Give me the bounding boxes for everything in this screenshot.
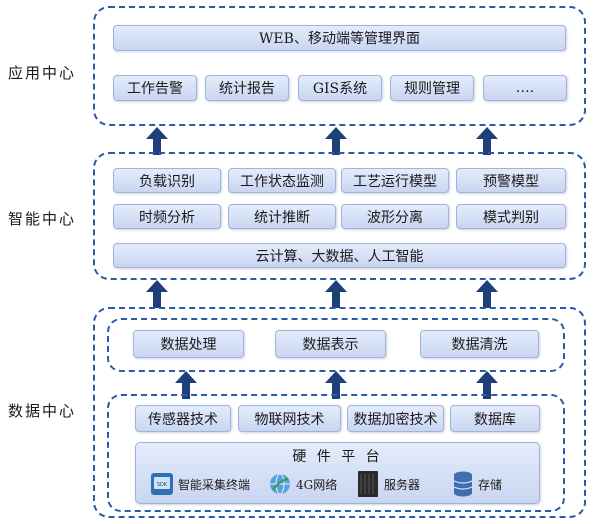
app-center-container	[93, 6, 586, 126]
up-arrow-icon	[146, 280, 168, 308]
smart-stat-inference: 统计推断	[228, 204, 336, 229]
app-item-stat-report: 统计报告	[205, 75, 289, 101]
smart-terminal-icon: SDK	[151, 473, 173, 495]
data-center-label: 数据中心	[8, 402, 77, 420]
app-item-rule-mgmt: 规则管理	[390, 75, 474, 101]
hw-label-4g-network: 4G网络	[296, 477, 338, 492]
smart-center-container	[93, 152, 586, 280]
cloud-bigdata-ai-bar: 云计算、大数据、人工智能	[113, 243, 566, 268]
data-center-container	[93, 307, 586, 518]
smart-warning-model: 预警模型	[456, 168, 566, 193]
up-arrow-icon	[175, 371, 197, 399]
up-arrow-icon	[476, 280, 498, 308]
data-representation-box: 数据表示	[275, 330, 386, 358]
smart-load-identify: 负载识别	[113, 168, 221, 193]
smart-time-freq-analysis: 时频分析	[113, 204, 221, 229]
data-encryption-box: 数据加密技术	[347, 405, 444, 432]
svg-text:SDK: SDK	[157, 482, 168, 488]
up-arrow-icon	[325, 127, 347, 155]
smart-process-model: 工艺运行模型	[341, 168, 449, 193]
management-interface-bar: WEB、移动端等管理界面	[113, 25, 566, 51]
sensor-tech-box: 传感器技术	[135, 405, 231, 432]
app-center-label: 应用中心	[8, 64, 77, 82]
network-globe-icon	[270, 473, 290, 495]
hw-item-server: 服务器	[356, 470, 420, 498]
storage-icon	[453, 471, 473, 497]
iot-tech-box: 物联网技术	[238, 405, 341, 432]
hw-label-storage: 存储	[478, 477, 503, 492]
smart-pattern-recognition: 模式判别	[456, 204, 566, 229]
hw-item-4g-network: 4G网络	[268, 472, 337, 496]
up-arrow-icon	[325, 371, 347, 399]
server-icon	[358, 471, 378, 497]
up-arrow-icon	[476, 371, 498, 399]
app-item-gis: GIS系统	[298, 75, 382, 101]
hardware-platform-title: 硬 件 平 台	[292, 449, 383, 465]
hw-item-smart-terminal: SDK 智能采集终端	[150, 472, 250, 496]
data-cleaning-box: 数据清洗	[420, 330, 539, 358]
data-processing-box: 数据处理	[133, 330, 244, 358]
smart-work-status-monitor: 工作状态监测	[228, 168, 336, 193]
tech-hardware-container	[107, 394, 565, 512]
smart-waveform-separation: 波形分离	[341, 204, 449, 229]
app-item-more: ….	[483, 75, 567, 101]
database-box: 数据库	[450, 405, 540, 432]
smart-center-label: 智能中心	[8, 210, 77, 228]
up-arrow-icon	[325, 280, 347, 308]
up-arrow-icon	[476, 127, 498, 155]
app-item-work-alarm: 工作告警	[113, 75, 197, 101]
hw-label-smart-terminal: 智能采集终端	[178, 477, 251, 492]
up-arrow-icon	[146, 127, 168, 155]
hardware-platform-panel	[135, 442, 540, 504]
hw-item-storage: 存储	[452, 470, 502, 498]
hw-label-server: 服务器	[384, 477, 421, 492]
